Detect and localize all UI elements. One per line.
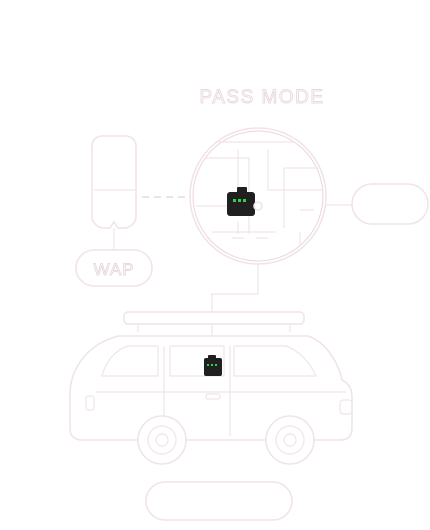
van-icon [69,311,353,465]
map-magnifier-icon [189,127,327,265]
map-to-van-connector [211,264,259,358]
wap-label: WAP [93,260,134,279]
van-tag-device-icon [204,355,222,376]
wap-pill: WAP [75,249,153,287]
van-pill [145,481,293,521]
status-pill [351,183,429,225]
pass-mode-title: PASS MODE [199,87,324,108]
access-point-icon [91,135,137,250]
tag-device-icon [227,187,263,216]
